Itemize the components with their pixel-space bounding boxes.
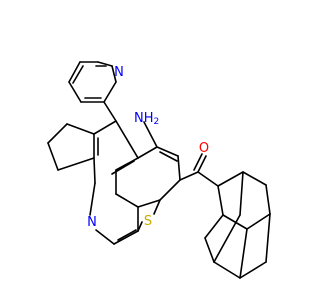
bond-line xyxy=(115,120,139,159)
bond-line xyxy=(103,101,117,122)
bond-line xyxy=(197,155,207,173)
bond-line xyxy=(159,151,178,162)
bond-line xyxy=(193,153,203,171)
bond-line xyxy=(66,123,95,135)
bond-line xyxy=(111,65,117,83)
bond-line xyxy=(239,171,244,216)
bond-line xyxy=(93,120,117,135)
molecule-canvas: N NH2 O N S xyxy=(47,61,271,279)
bond-line xyxy=(222,214,248,230)
carbonyl-oxygen-label: O xyxy=(199,141,209,156)
amino-group-label: NH2 xyxy=(134,111,159,128)
bond-line xyxy=(57,157,95,171)
bond-lines xyxy=(47,61,271,279)
molecule-structure: N NH2 O N S xyxy=(47,61,271,279)
bond-line xyxy=(117,229,137,241)
bond-line xyxy=(213,261,241,279)
bond-line xyxy=(137,221,143,232)
bond-line xyxy=(97,61,113,67)
pyridine-ring-nitrogen-label: N xyxy=(87,215,97,230)
bond-line xyxy=(217,171,244,187)
bond-line xyxy=(113,230,139,245)
bond-line xyxy=(197,171,219,187)
bond-line xyxy=(72,65,84,84)
bond-line xyxy=(68,81,82,103)
bond-line xyxy=(213,214,241,263)
atom-labels: N NH2 O N S xyxy=(87,65,209,230)
bond-line xyxy=(47,142,59,171)
bond-line xyxy=(111,160,135,175)
bond-line xyxy=(156,146,179,157)
bond-line xyxy=(115,157,139,171)
bond-line xyxy=(265,213,271,263)
thiophene-sulfur-label: S xyxy=(144,214,152,229)
bond-line xyxy=(137,199,161,208)
bond-line xyxy=(137,146,158,159)
bond-line xyxy=(47,123,68,144)
bond-line xyxy=(159,179,181,201)
bond-line xyxy=(217,185,224,216)
pyridine-nitrogen-label: N xyxy=(114,65,124,80)
bond-line xyxy=(89,182,96,216)
bond-line xyxy=(93,157,96,184)
bond-line xyxy=(68,61,81,83)
bond-line xyxy=(204,237,215,263)
bond-line xyxy=(143,121,158,148)
bond-line xyxy=(239,261,267,279)
bond-line xyxy=(242,171,267,186)
bond-line xyxy=(265,184,271,215)
bond-line xyxy=(179,171,199,181)
bond-line xyxy=(204,214,224,239)
bond-line xyxy=(115,193,139,208)
bond-line xyxy=(246,213,271,230)
bond-line xyxy=(239,228,248,279)
bond-line xyxy=(177,155,181,181)
bond-line xyxy=(95,229,115,245)
bond-line xyxy=(103,81,117,103)
bond-line xyxy=(153,199,161,215)
